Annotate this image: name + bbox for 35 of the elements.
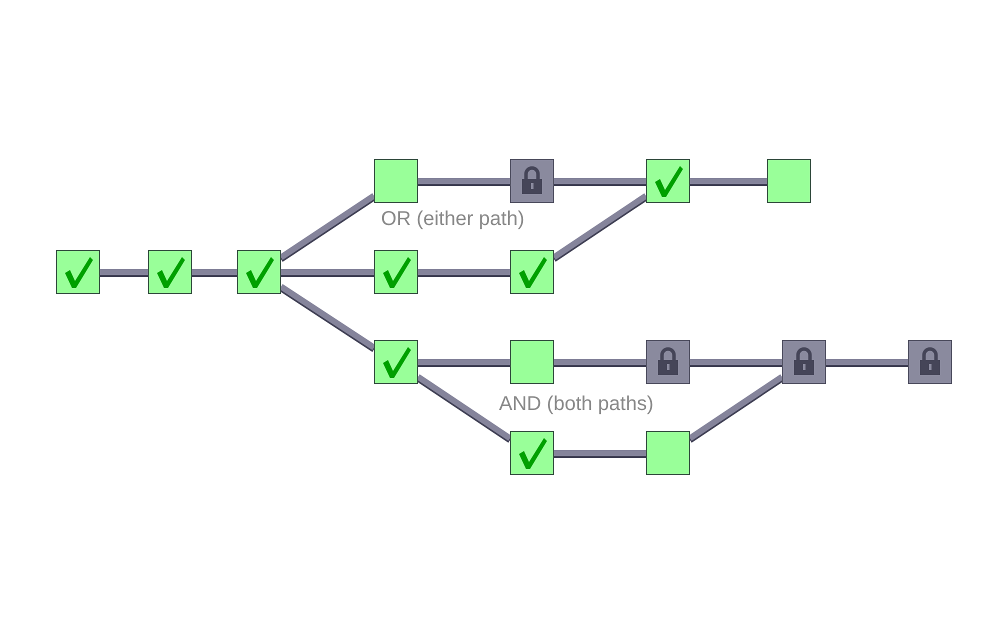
connector-line bbox=[192, 269, 237, 275]
completed-square bbox=[646, 159, 690, 203]
connector-line bbox=[554, 359, 646, 365]
locked-square bbox=[908, 340, 952, 384]
completed-square bbox=[148, 250, 192, 294]
connector-line bbox=[279, 193, 376, 260]
connector-line bbox=[554, 450, 646, 456]
connector-line bbox=[418, 359, 510, 365]
branch-caption: AND (both paths) bbox=[499, 393, 654, 416]
connector-line bbox=[418, 269, 510, 275]
completed-square bbox=[237, 250, 281, 294]
connector-line bbox=[416, 374, 512, 441]
open-square bbox=[646, 431, 690, 475]
connector-line bbox=[826, 359, 908, 365]
connector-line bbox=[688, 374, 784, 441]
connector-line bbox=[279, 284, 376, 350]
locked-square bbox=[510, 159, 554, 203]
branch-caption: OR (either path) bbox=[381, 208, 524, 231]
open-square bbox=[767, 159, 811, 203]
completed-square bbox=[510, 431, 554, 475]
connector-line bbox=[554, 178, 646, 184]
connector-line bbox=[281, 269, 374, 275]
connector-line bbox=[418, 178, 510, 184]
completed-square bbox=[374, 340, 418, 384]
completed-square bbox=[374, 250, 418, 294]
completed-square bbox=[56, 250, 100, 294]
open-square bbox=[374, 159, 418, 203]
connector-line bbox=[690, 178, 767, 184]
connector-line bbox=[100, 269, 148, 275]
completed-square bbox=[510, 250, 554, 294]
connector-line bbox=[552, 193, 648, 260]
connector-line bbox=[690, 359, 782, 365]
locked-square bbox=[782, 340, 826, 384]
open-square bbox=[510, 340, 554, 384]
locked-square bbox=[646, 340, 690, 384]
